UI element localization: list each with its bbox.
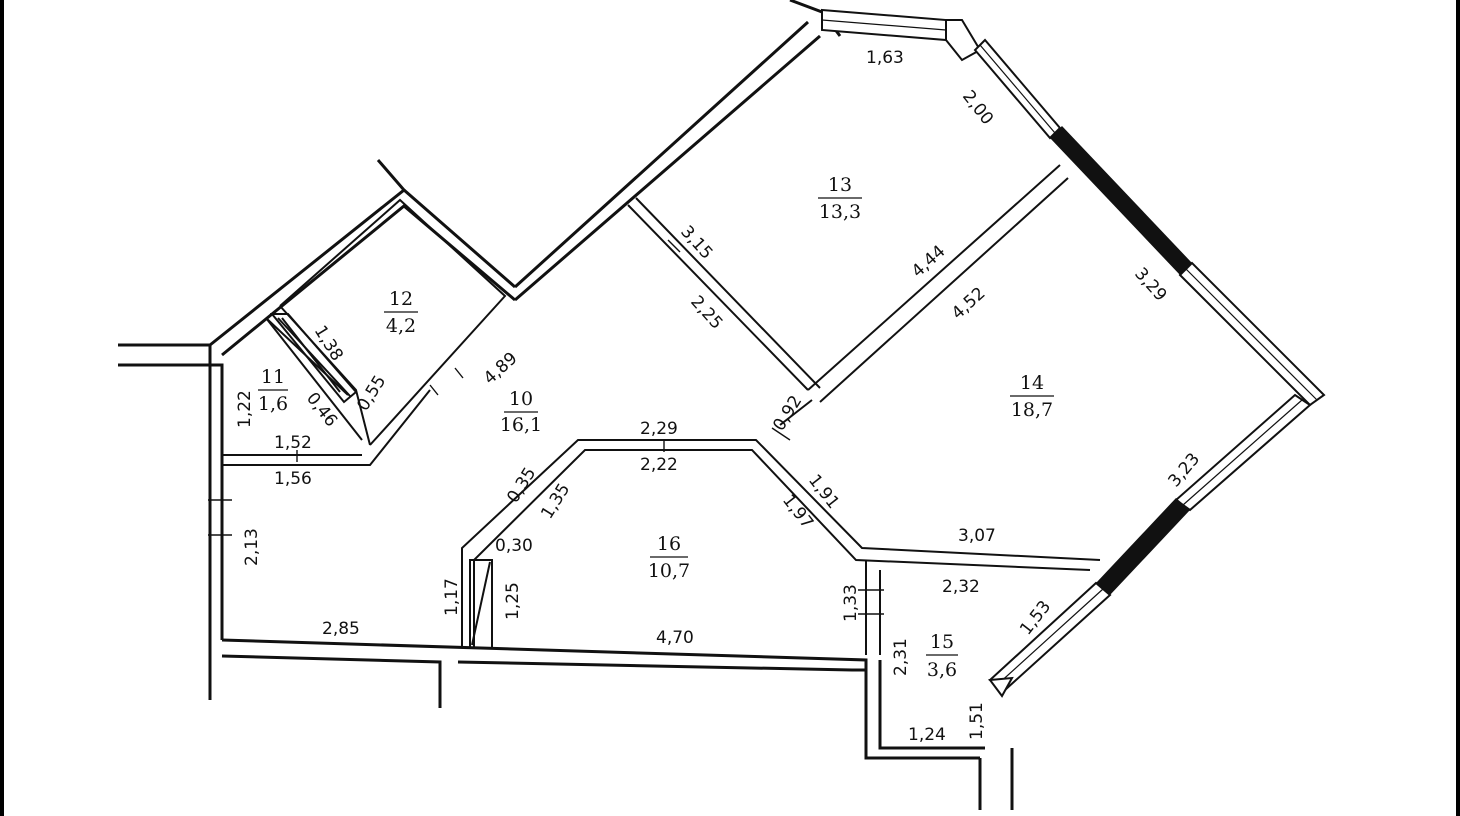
interior-walls (222, 164, 1101, 655)
room-label-13: 13 13,3 (818, 174, 862, 223)
dimension-labels: 1,63 2,00 3,15 4,44 3,29 1,38 4,89 2,25 … (235, 48, 1204, 745)
dim-label: 2,13 (242, 528, 262, 566)
room-label-14: 14 18,7 (1010, 372, 1054, 421)
room-number: 12 (389, 288, 413, 310)
dim-label: 2,25 (686, 292, 726, 334)
dim-label: 1,25 (503, 582, 523, 620)
dim-label: 4,44 (908, 242, 950, 282)
room-area: 1,6 (258, 393, 288, 415)
outer-walls (118, 0, 1014, 810)
left-frame-edge (0, 0, 4, 816)
dim-label: 3,07 (958, 526, 996, 546)
dim-label: 4,89 (480, 349, 522, 389)
room-area: 18,7 (1011, 399, 1053, 421)
dim-label: 2,32 (942, 577, 980, 597)
window-right-upper (973, 38, 1326, 407)
room-area: 4,2 (386, 315, 416, 337)
dim-label: 2,29 (640, 419, 678, 439)
room-area: 13,3 (819, 201, 861, 223)
dim-label: 4,70 (656, 628, 694, 648)
dim-label: 1,33 (841, 584, 861, 622)
dim-label: 1,24 (908, 725, 946, 745)
window-top (821, 8, 982, 62)
dim-label: 0,46 (302, 389, 341, 431)
dim-label: 4,52 (948, 284, 990, 324)
dim-label: 1,63 (866, 48, 904, 68)
room-area: 10,7 (648, 560, 690, 582)
room-label-15: 15 3,6 (926, 631, 958, 681)
room-number: 11 (261, 366, 285, 388)
room-number: 14 (1020, 372, 1044, 394)
room-number: 16 (657, 533, 681, 555)
dim-label: 0,30 (495, 536, 533, 556)
dim-label: 1,56 (274, 469, 312, 489)
dim-label: 1,17 (442, 578, 462, 616)
room-label-11: 11 1,6 (258, 366, 288, 415)
room-label-12: 12 4,2 (384, 288, 418, 337)
room-number: 10 (509, 388, 533, 410)
dim-label: 3,15 (676, 222, 716, 264)
dim-label: 1,35 (537, 480, 574, 523)
dim-label: 2,85 (322, 619, 360, 639)
room-number: 13 (828, 174, 852, 196)
window-right-lower (988, 393, 1312, 698)
dim-label: 0,55 (353, 372, 390, 415)
room-number: 15 (930, 631, 954, 653)
dim-label: 2,22 (640, 455, 678, 475)
room-area: 3,6 (927, 659, 957, 681)
dim-label: 2,00 (958, 87, 997, 129)
dim-label: 3,29 (1130, 264, 1170, 306)
room-label-16: 16 10,7 (648, 533, 690, 582)
room-area: 16,1 (500, 414, 542, 436)
dim-label: 2,31 (891, 638, 911, 676)
right-frame-edge (1456, 0, 1460, 816)
room-label-10: 10 16,1 (500, 388, 542, 436)
dimension-ticks (208, 239, 884, 615)
dim-label: 0,92 (769, 392, 806, 435)
dim-label: 1,52 (274, 433, 312, 453)
dim-label: 1,91 (804, 471, 843, 513)
dim-label: 1,51 (967, 702, 987, 740)
dim-label: 1,22 (235, 390, 255, 428)
